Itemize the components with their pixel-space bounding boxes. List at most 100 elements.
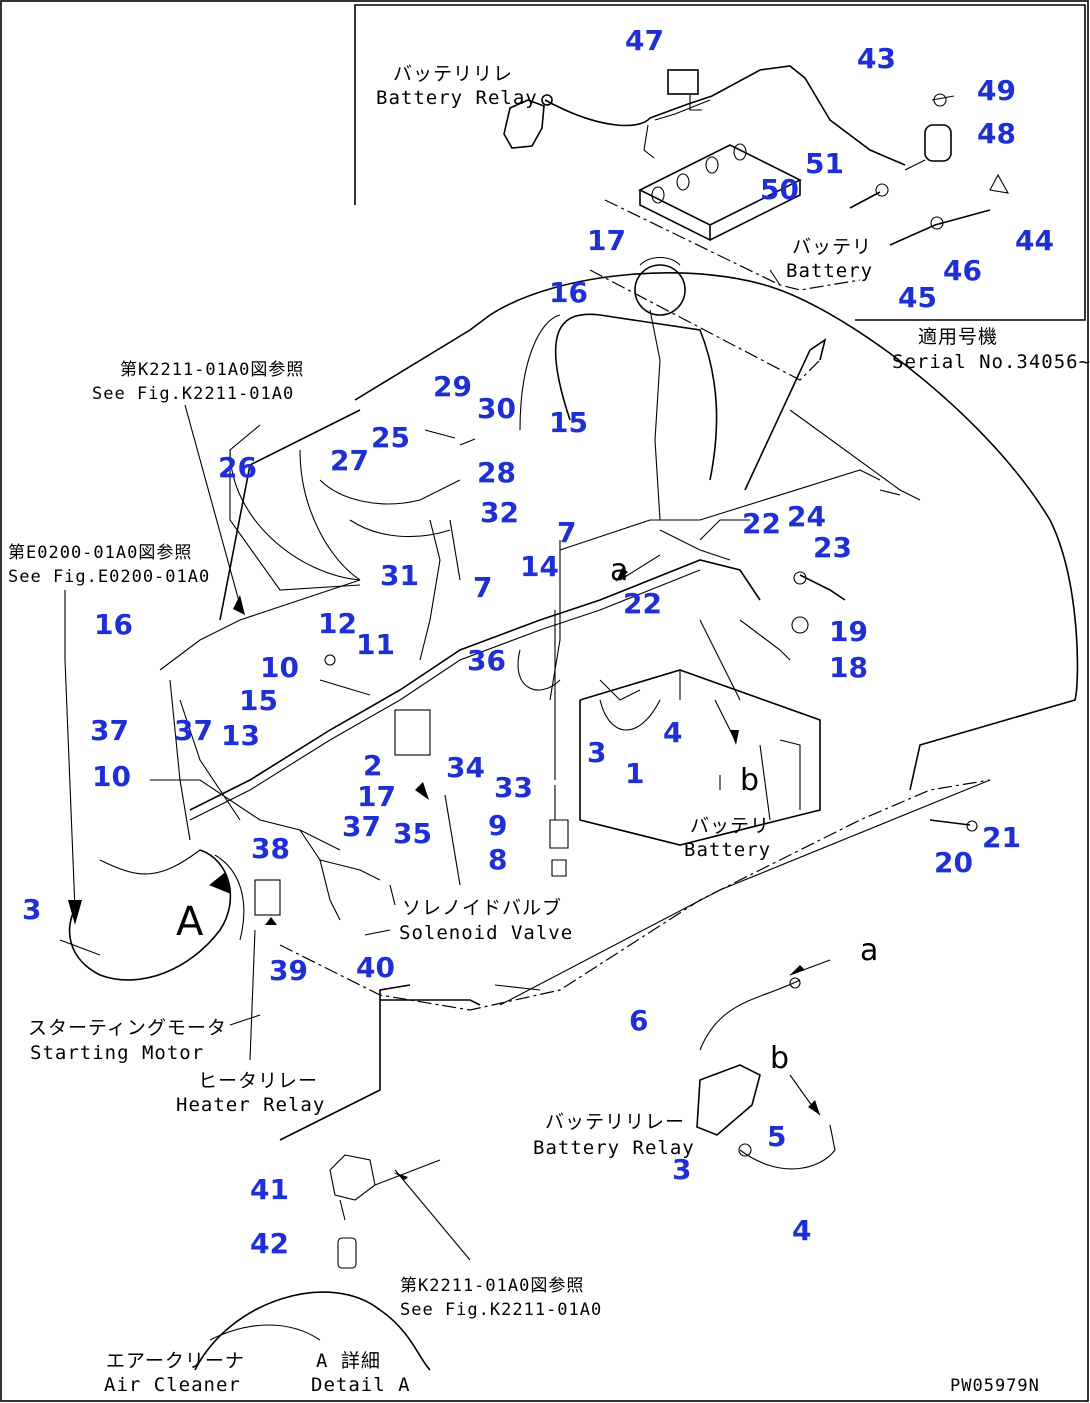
callout-20: 20 [934, 846, 973, 879]
callout-15b: 15 [239, 684, 278, 717]
callout-34: 34 [446, 751, 485, 784]
callout-24: 24 [787, 500, 826, 533]
label-heater-relay-en: Heater Relay [176, 1094, 325, 1116]
callout-36: 36 [467, 644, 506, 677]
label-battery-relay-top-jp: バッテリリレ [393, 63, 513, 85]
label-serial-jp: 適用号機 [918, 326, 998, 348]
callout-2: 2 [363, 749, 382, 782]
callout-4a: 4 [663, 716, 682, 749]
label-battery-relay-bottom-en: Battery Relay [533, 1137, 695, 1159]
callout-11: 11 [356, 628, 395, 661]
label-detail-a-jp: A 詳細 [316, 1350, 381, 1372]
pointer-letter-b-bottom: b [770, 1041, 789, 1076]
callout-39: 39 [269, 954, 308, 987]
callout-29: 29 [433, 370, 472, 403]
label-see-k2211-bottom-jp: 第K2211-01A0図参照 [400, 1276, 584, 1296]
callout-26: 26 [218, 451, 257, 484]
leader-lines [64, 269, 831, 1261]
callout-46: 46 [943, 254, 982, 287]
callout-48: 48 [977, 117, 1016, 150]
detail-letter-a: A [176, 899, 204, 945]
label-air-cleaner-en: Air Cleaner [104, 1374, 241, 1396]
callout-45: 45 [898, 281, 937, 314]
callout-16a: 16 [549, 276, 588, 309]
callout-37c: 37 [342, 810, 381, 843]
callout-3b: 3 [22, 893, 41, 926]
callout-7a: 7 [557, 516, 576, 549]
label-battery-mid-jp: バッテリ [690, 815, 770, 837]
callout-19: 19 [829, 615, 868, 648]
callout-9: 9 [488, 809, 507, 842]
callout-23: 23 [813, 531, 852, 564]
callout-15a: 15 [549, 406, 588, 439]
callout-21: 21 [982, 821, 1021, 854]
label-see-e0200-en: See Fig.E0200-01A0 [8, 567, 210, 587]
callout-8: 8 [488, 843, 507, 876]
machine-outline: A [59, 256, 1079, 1371]
diagram-code: PW05979N [950, 1376, 1040, 1396]
callout-38: 38 [251, 832, 290, 865]
label-serial-en: Serial No.34056~ [892, 351, 1090, 373]
label-solenoid-en: Solenoid Valve [399, 922, 573, 944]
callout-13: 13 [221, 719, 260, 752]
callout-37b: 37 [174, 714, 213, 747]
callout-25: 25 [371, 421, 410, 454]
label-see-k2211-jp: 第K2211-01A0図参照 [120, 360, 304, 380]
label-detail-a-en: Detail A [311, 1374, 411, 1396]
callout-18: 18 [829, 651, 868, 684]
label-battery-top-jp: バッテリ [792, 236, 872, 258]
callout-1: 1 [625, 757, 644, 790]
callout-14: 14 [520, 550, 559, 583]
callout-44: 44 [1015, 224, 1054, 257]
callout-51: 51 [805, 147, 844, 180]
label-see-k2211-bottom-en: See Fig.K2211-01A0 [400, 1300, 602, 1320]
label-starting-motor-en: Starting Motor [30, 1042, 204, 1064]
label-air-cleaner-jp: エアークリーナ [106, 1350, 245, 1372]
label-battery-mid-en: Battery [684, 839, 771, 861]
callout-6: 6 [629, 1004, 648, 1037]
callout-47: 47 [625, 24, 664, 57]
callout-10b: 10 [92, 760, 131, 793]
label-battery-relay-top-en: Battery Relay [376, 87, 538, 109]
label-solenoid-jp: ソレノイドバルブ [402, 896, 562, 919]
label-battery-top-en: Battery [786, 260, 873, 282]
callout-7b: 7 [473, 571, 492, 604]
label-heater-relay-jp: ヒータリレー [198, 1070, 318, 1092]
callout-50: 50 [760, 173, 799, 206]
label-starting-motor-jp: スターティングモータ [28, 1017, 227, 1039]
callout-35: 35 [393, 817, 432, 850]
callout-49: 49 [977, 74, 1016, 107]
callout-3c: 3 [672, 1153, 691, 1186]
pointer-letter-b-mid: b [740, 763, 759, 798]
callout-4b: 4 [792, 1214, 811, 1247]
battery-relay-inset-graphic [503, 65, 1010, 291]
component-labels: バッテリリレ Battery Relay バッテリ Battery 適用号機 S… [8, 63, 1090, 1396]
callout-42: 42 [250, 1227, 289, 1260]
callout-37a: 37 [90, 714, 129, 747]
callout-43: 43 [857, 42, 896, 75]
callout-3a: 3 [587, 736, 606, 769]
callout-27: 27 [330, 444, 369, 477]
callout-22a: 22 [742, 507, 781, 540]
callout-17b: 17 [357, 780, 396, 813]
callout-numbers: 47 43 49 48 51 50 44 46 45 17 16 15 29 3… [22, 24, 1054, 1260]
callout-17a: 17 [587, 224, 626, 257]
callout-30: 30 [477, 392, 516, 425]
callout-41: 41 [250, 1173, 289, 1206]
callout-28: 28 [477, 456, 516, 489]
pointer-letter-a-bottom: a [860, 933, 878, 968]
callout-40: 40 [356, 951, 395, 984]
callout-33: 33 [494, 771, 533, 804]
callout-22b: 22 [623, 587, 662, 620]
callout-12: 12 [318, 607, 357, 640]
callout-16b: 16 [94, 608, 133, 641]
label-battery-relay-bottom-jp: バッテリリレー [545, 1111, 685, 1133]
label-see-e0200-jp: 第E0200-01A0図参照 [8, 543, 192, 563]
callout-31: 31 [380, 559, 419, 592]
label-see-k2211-en: See Fig.K2211-01A0 [92, 384, 294, 404]
pointer-letter-a-mid: a [610, 553, 628, 588]
callout-10a: 10 [260, 651, 299, 684]
